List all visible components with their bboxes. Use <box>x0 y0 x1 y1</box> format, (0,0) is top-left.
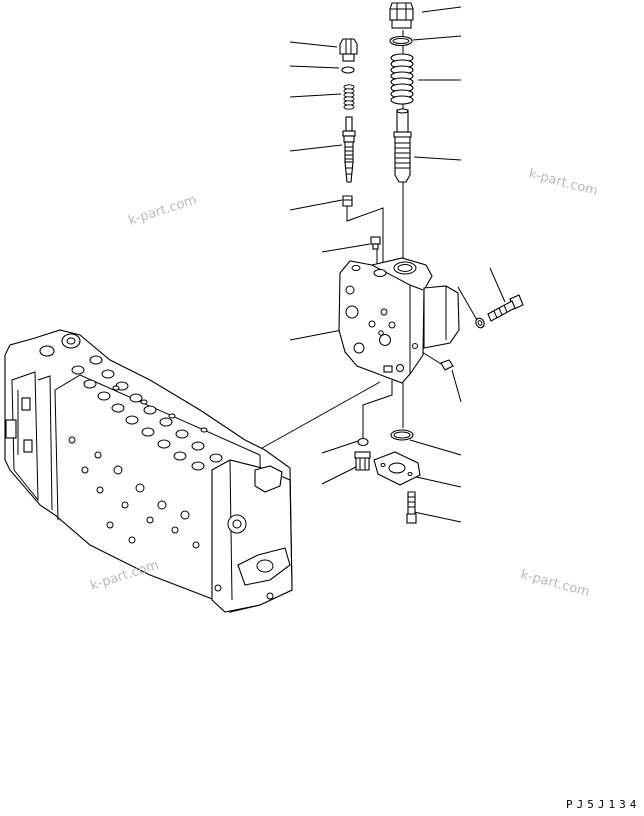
plug-small <box>339 38 358 62</box>
o-ring-upper <box>389 35 413 47</box>
washer-right <box>475 317 485 329</box>
flange <box>373 451 421 486</box>
plug-top <box>389 2 414 29</box>
ball-small <box>357 437 369 447</box>
cap-screw-small <box>370 236 381 250</box>
watermark-text: k-part.com <box>527 166 599 199</box>
drawing-code: PJ5J134 <box>566 798 640 811</box>
leader-lines <box>261 6 506 523</box>
poppet-small <box>342 116 356 183</box>
watermark-text: k-part.com <box>519 567 591 600</box>
o-ring-small <box>341 66 355 74</box>
watermark-text: k-part.com <box>89 558 161 594</box>
spring-large <box>390 53 414 105</box>
spring-small <box>343 84 355 110</box>
poppet-piston <box>393 108 412 183</box>
watermark-text: k-part.com <box>127 193 199 229</box>
plug-side <box>440 359 454 371</box>
bolt-bottom <box>406 491 417 524</box>
valve-section-body <box>338 257 460 384</box>
seat-small <box>342 195 353 207</box>
bolt-right <box>487 294 524 322</box>
o-ring-lower <box>390 429 414 441</box>
control-valve-assembly <box>4 329 293 613</box>
plug-bottom <box>354 451 371 471</box>
